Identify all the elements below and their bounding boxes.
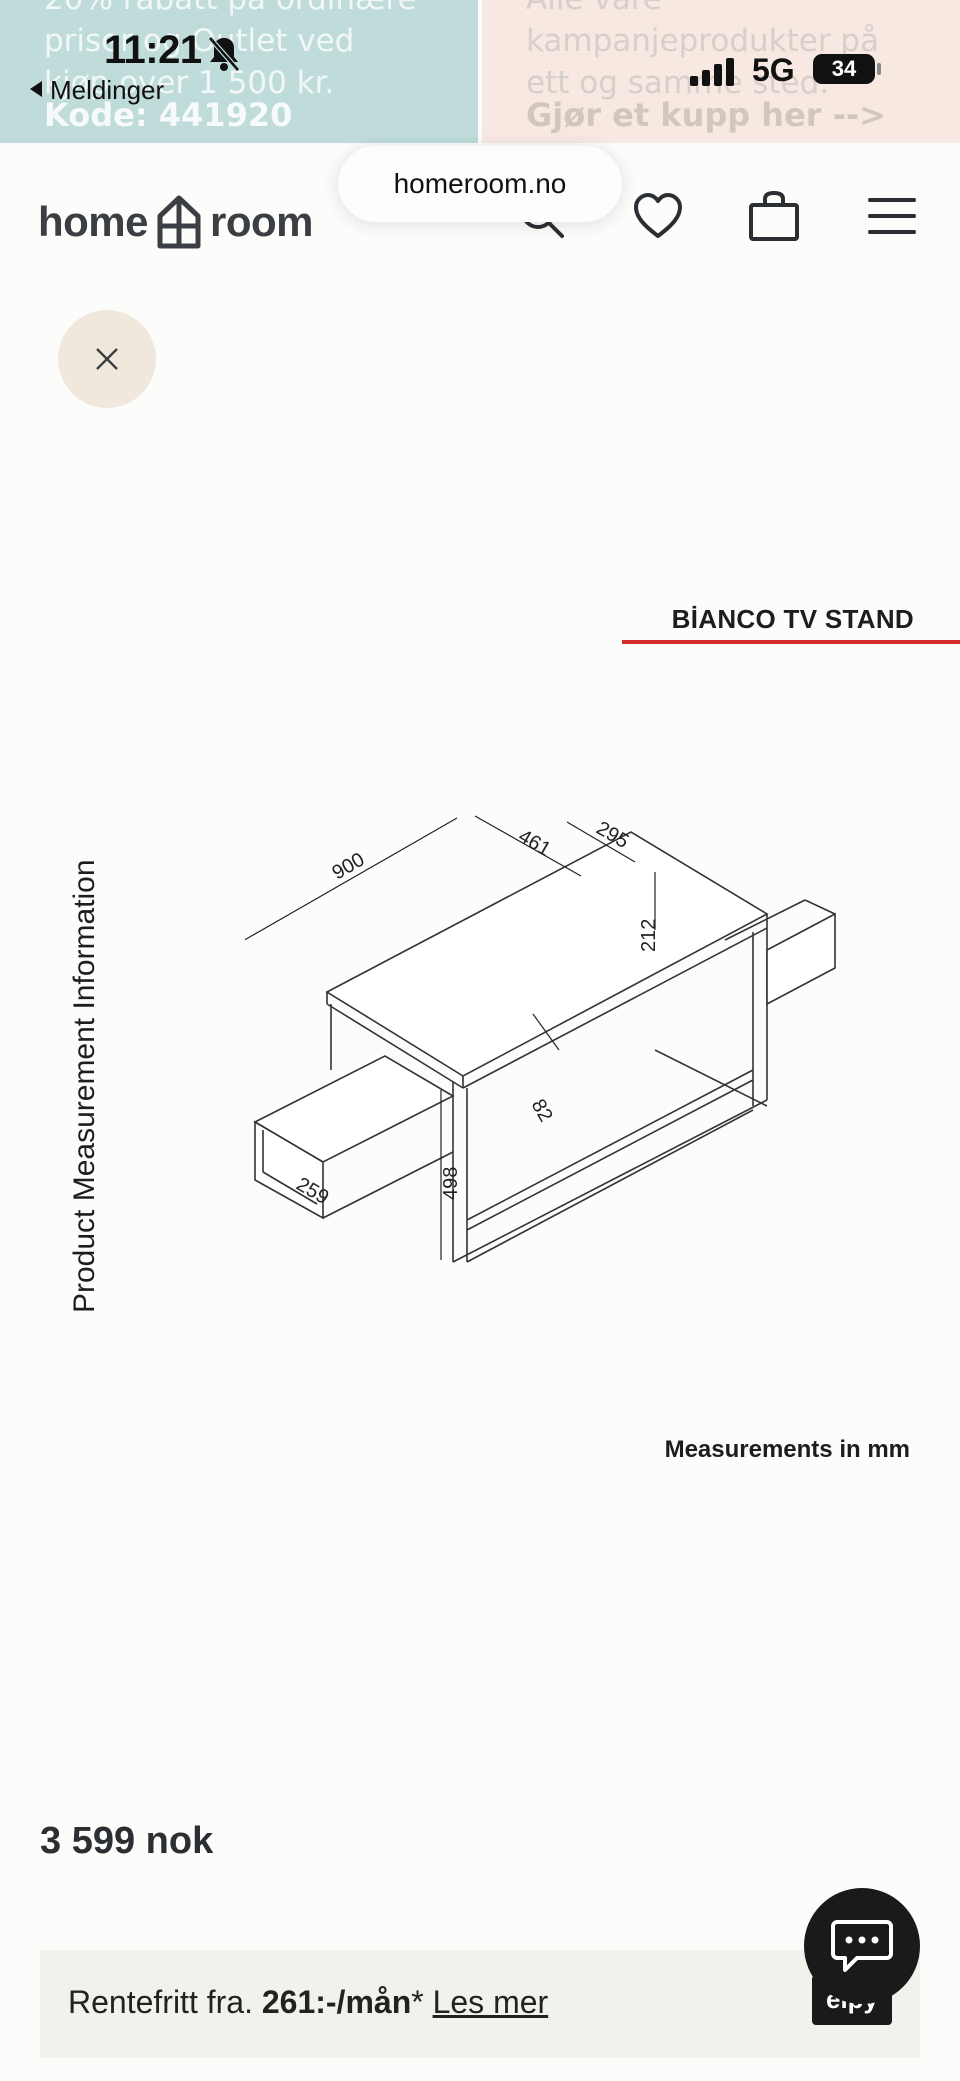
chat-button[interactable] [804, 1888, 920, 2004]
diagram-lines [253, 831, 836, 1263]
status-time: 11:21 [104, 28, 202, 72]
promo-left-line: kjøp over 1 500 kr. [44, 65, 335, 101]
financing-banner: Rentefritt fra. 261:-/mån* Les mer [40, 1950, 920, 2058]
read-more-link[interactable]: Les mer [432, 1984, 549, 2020]
financing-prefix: Rentefritt fra. [68, 1984, 253, 2020]
back-app-label: Meldinger [50, 75, 165, 105]
close-icon [96, 348, 118, 370]
dim-label-shelf-height: 212 [638, 919, 660, 952]
title-underline [622, 640, 960, 644]
address-bar[interactable]: homeroom.no [338, 146, 622, 222]
signal-icon [690, 58, 734, 86]
financing-text: Rentefritt fra. 261:-/mån* Les mer [68, 1984, 548, 2021]
back-arrow-icon [30, 81, 42, 97]
back-to-app-button[interactable]: Meldinger [30, 75, 164, 106]
promo-cta: Gjør et kupp her --> [526, 96, 887, 134]
promo-right-text: Alle våre kampanjeprodukter på ett og sa… [526, 0, 926, 104]
product-image-title: BİANCO TV STAND [671, 604, 914, 634]
promo-right-line: kampanjeprodukter på [526, 23, 880, 59]
measurement-side-label: Product Measurement Information [68, 859, 101, 1313]
measurement-units-note: Measurements in mm [664, 1436, 910, 1463]
promo-banner-left[interactable]: 20% rabatt på ordinære priser og Outlet … [0, 0, 478, 143]
bag-icon[interactable] [748, 190, 800, 242]
promo-left-text: 20% rabatt på ordinære priser og Outlet … [44, 0, 444, 104]
logo-text-room: room [210, 198, 314, 245]
product-price: 3 599 nok [40, 1820, 214, 1862]
battery-tip [877, 63, 881, 75]
close-gallery-button[interactable] [58, 310, 156, 408]
network-label: 5G [752, 52, 795, 88]
dim-label-inner-depth: 82 [527, 1096, 557, 1126]
dim-label-width: 900 [329, 849, 369, 885]
financing-asterisk: * [411, 1984, 424, 2020]
promo-right-line: ett og samme sted. [526, 65, 830, 101]
menu-icon[interactable] [866, 190, 918, 242]
promo-right-line: Alle våre [526, 0, 926, 20]
chat-icon [831, 1920, 893, 1972]
bell-slash-icon [208, 36, 240, 72]
heart-icon[interactable] [632, 190, 684, 242]
financing-amount: 261:-/mån [261, 1984, 412, 2020]
battery-indicator: 34 [813, 54, 875, 84]
promo-code: Kode: 441920 [44, 96, 293, 134]
logo-house-icon [157, 195, 201, 249]
promo-left-line: priser og Outlet ved [44, 23, 355, 59]
promo-left-line: 20% rabatt på ordinære [44, 0, 444, 20]
dim-label-depth: 461 [515, 825, 555, 861]
tv-stand-dimension-diagram: 900 461 295 212 82 498 259 [245, 815, 836, 1263]
site-logo[interactable]: home room [38, 192, 314, 252]
dim-label-height: 498 [440, 1167, 462, 1200]
dimension-lines [245, 815, 656, 1260]
logo-text-home: home [38, 198, 149, 245]
